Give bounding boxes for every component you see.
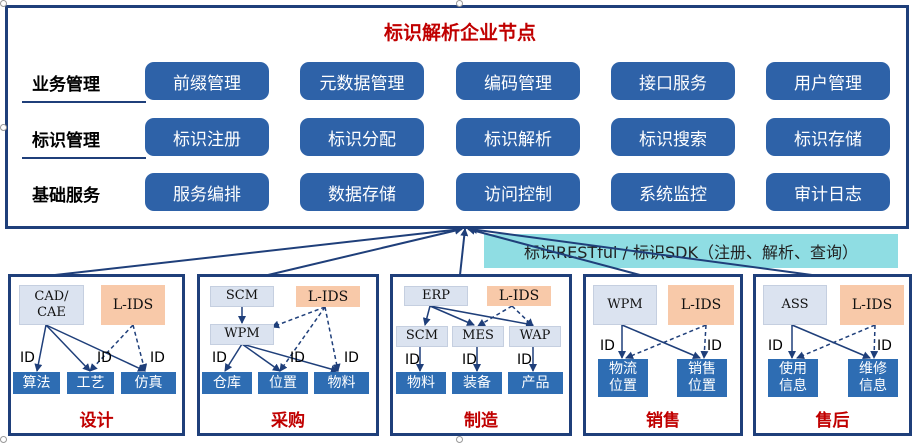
output-material: 物料 <box>396 372 446 394</box>
resize-handle[interactable] <box>0 0 7 7</box>
module-id-storage[interactable]: 标识存储 <box>766 118 890 156</box>
system-mes: MES <box>452 326 504 347</box>
id-label: ID <box>405 352 420 368</box>
local-ids-box: L-IDS <box>101 285 165 325</box>
panel-title-purchase: 采购 <box>271 411 305 431</box>
module-audit-log[interactable]: 审计日志 <box>766 173 890 211</box>
panel-title-manufacture: 制造 <box>464 411 498 431</box>
panel-title-sales: 销售 <box>646 411 680 431</box>
output-sales-location: 销售 位置 <box>677 359 727 397</box>
output-product: 产品 <box>508 372 563 394</box>
local-ids-box: L-IDS <box>668 285 734 325</box>
link-sales-to-node <box>467 226 641 276</box>
link-design-to-node <box>54 225 463 276</box>
output-repair-info: 维修 信息 <box>848 359 898 397</box>
row-label-business: 业务管理 <box>32 75 100 95</box>
local-ids-box: L-IDS <box>296 286 360 307</box>
module-service-orchestration[interactable]: 服务编排 <box>145 173 269 211</box>
id-label: ID <box>290 350 305 366</box>
module-metadata-management[interactable]: 元数据管理 <box>300 62 424 100</box>
panel-title-aftersales: 售后 <box>815 411 850 431</box>
id-label: ID <box>600 338 615 354</box>
enterprise-node-title: 标识解析企业节点 <box>383 22 536 44</box>
module-id-resolve[interactable]: 标识解析 <box>456 118 580 156</box>
system-ass: ASS <box>763 285 827 325</box>
id-label: ID <box>344 350 359 366</box>
module-data-storage[interactable]: 数据存储 <box>300 173 424 211</box>
module-system-monitor[interactable]: 系统监控 <box>611 173 735 211</box>
id-label: ID <box>20 350 35 366</box>
output-warehouse: 仓库 <box>202 372 252 394</box>
row-label-identifier: 标识管理 <box>32 131 100 151</box>
row-divider <box>22 101 146 103</box>
module-id-search[interactable]: 标识搜索 <box>611 118 735 156</box>
local-ids-box: L-IDS <box>487 286 551 306</box>
row-label-basic: 基础服务 <box>32 186 100 206</box>
resize-handle[interactable] <box>456 0 463 7</box>
id-label: ID <box>517 352 532 368</box>
module-encoding-management[interactable]: 编码管理 <box>456 62 580 100</box>
system-scm: SCM <box>210 286 274 307</box>
id-label: ID <box>150 350 165 366</box>
output-location: 位置 <box>258 372 308 394</box>
module-id-register[interactable]: 标识注册 <box>145 118 269 156</box>
system-scm: SCM <box>396 326 448 347</box>
local-ids-box: L-IDS <box>840 285 904 325</box>
output-usage-info: 使用 信息 <box>768 359 818 397</box>
module-prefix-management[interactable]: 前缀管理 <box>145 62 269 100</box>
system-wap: WAP <box>509 326 561 347</box>
output-material: 物料 <box>314 372 369 394</box>
id-label: ID <box>707 338 722 354</box>
resize-handle[interactable] <box>0 436 7 443</box>
module-access-control[interactable]: 访问控制 <box>456 173 580 211</box>
row-divider <box>22 157 146 159</box>
id-label: ID <box>768 338 783 354</box>
link-purchase-to-node <box>267 226 463 276</box>
id-label: ID <box>97 350 112 366</box>
id-label: ID <box>462 352 477 368</box>
system-erp: ERP <box>404 286 468 306</box>
id-label: ID <box>877 338 892 354</box>
link-aftersales-to-node <box>469 225 813 276</box>
output-process: 工艺 <box>67 372 114 394</box>
module-user-management[interactable]: 用户管理 <box>766 62 890 100</box>
resize-handle[interactable] <box>456 436 463 443</box>
resize-handle[interactable] <box>0 124 7 131</box>
system-wpm: WPM <box>210 324 274 345</box>
output-algorithm: 算法 <box>13 372 60 394</box>
system-wpm: WPM <box>593 285 657 325</box>
module-interface-service[interactable]: 接口服务 <box>611 62 735 100</box>
output-equipment: 装备 <box>452 372 502 394</box>
panel-title-design: 设计 <box>79 411 114 431</box>
output-logistics-location: 物流 位置 <box>598 359 648 397</box>
link-manufacture-to-node <box>459 228 469 276</box>
output-simulation: 仿真 <box>121 372 176 394</box>
system-cad-cae: CAD/ CAE <box>19 285 84 325</box>
module-id-allocate[interactable]: 标识分配 <box>300 118 424 156</box>
id-label: ID <box>212 350 227 366</box>
